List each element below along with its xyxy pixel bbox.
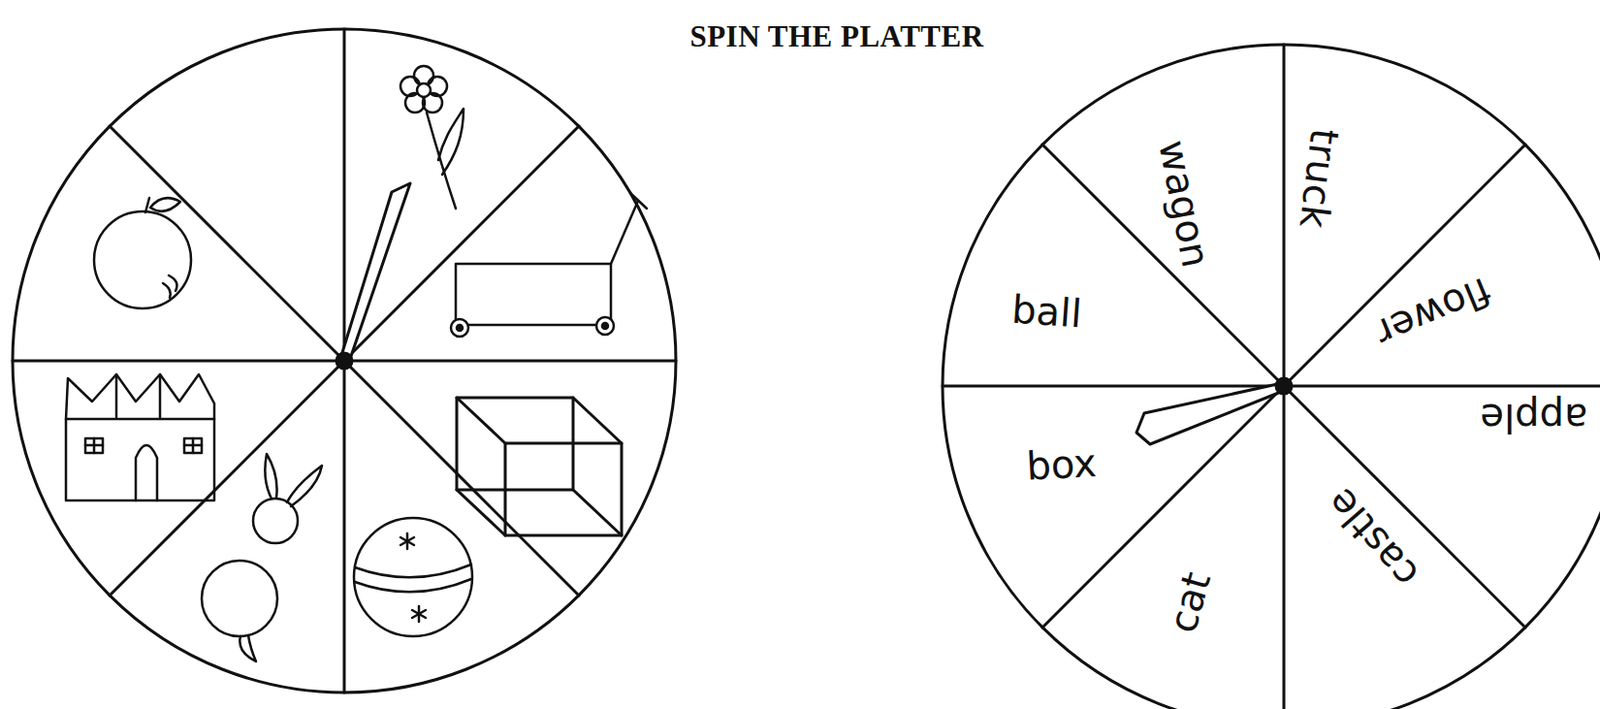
sector-lines [12, 29, 676, 693]
hub-dot [1276, 378, 1292, 394]
word-sector: box [1020, 439, 1101, 490]
cherries-picture [201, 453, 322, 662]
sector-word: castle [1317, 480, 1426, 596]
word-sector: castle [1313, 476, 1431, 600]
hub-dot [336, 352, 352, 369]
picture-wheel [12, 29, 676, 693]
word-sector: cat [1156, 562, 1221, 641]
word-sector: truck [1288, 122, 1348, 235]
box-picture [456, 397, 622, 536]
sector-lines [942, 44, 1600, 709]
sector-word: truck [1291, 126, 1346, 230]
sector-word: cat [1159, 567, 1217, 638]
ball-picture [353, 517, 473, 637]
house-picture [65, 374, 215, 501]
sector-word: wagon [1151, 136, 1217, 271]
apple-picture [94, 197, 192, 309]
page-title: SPIN THE PLATTER [689, 19, 984, 55]
spinner-pointer [1136, 383, 1286, 445]
sector-word: ball [1009, 288, 1083, 336]
spinner-pointer [340, 183, 411, 362]
sector-word: apple [1480, 396, 1589, 440]
wagon-picture [450, 192, 647, 337]
word-sector: ball [1005, 285, 1088, 338]
word-sector: flower [1365, 266, 1502, 359]
word-sector: apple [1475, 394, 1593, 442]
word-sector: wagon [1148, 131, 1220, 276]
sector-word: box [1024, 441, 1098, 488]
word-wheel [942, 44, 1600, 709]
